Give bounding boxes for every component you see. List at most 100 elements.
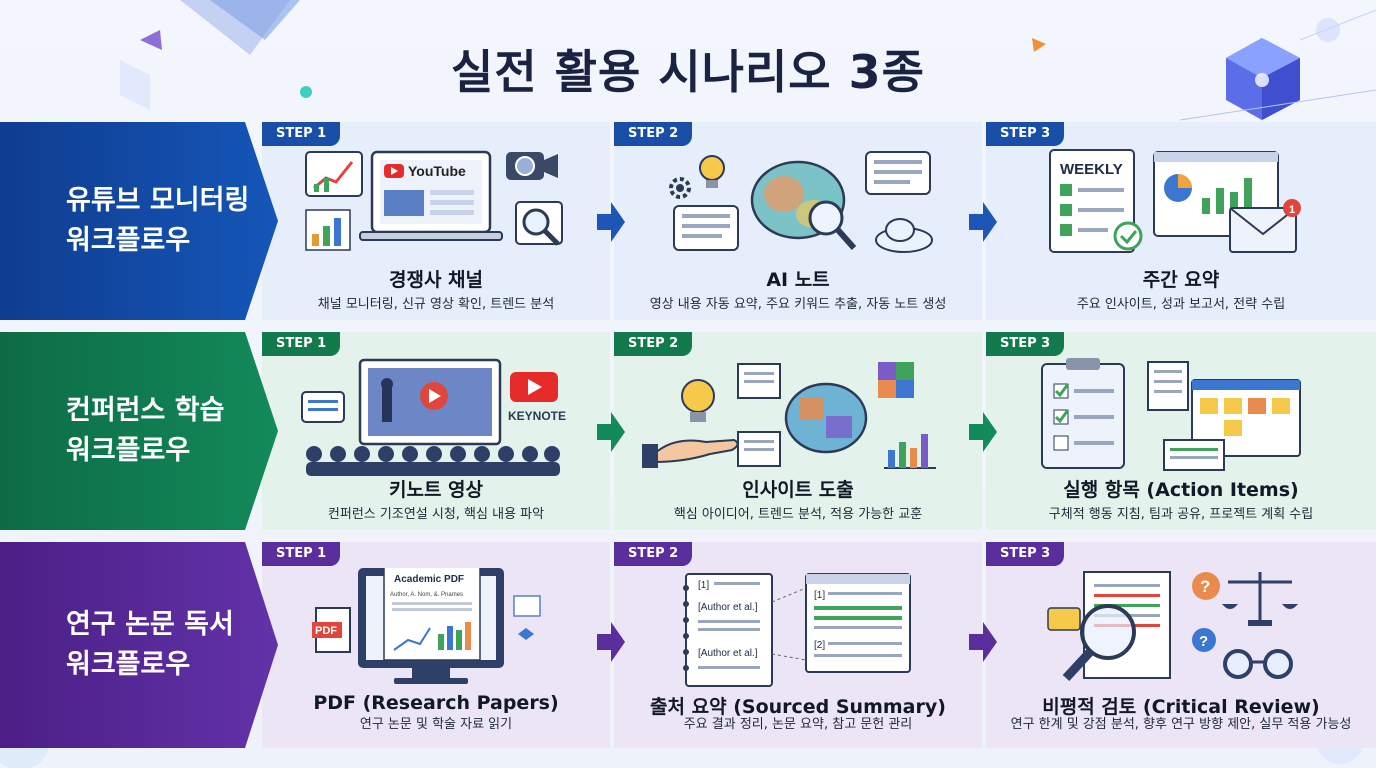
card-title: 실행 항목 (Action Items) bbox=[1063, 479, 1299, 501]
card-description: 채널 모니터링, 신규 영상 확인, 트렌드 분석 bbox=[317, 297, 555, 312]
card-title: 출처 요약 (Sourced Summary) bbox=[650, 696, 946, 718]
card-description: 핵심 아이디어, 트렌드 분석, 적용 가능한 교훈 bbox=[673, 507, 923, 522]
pdf-author-text: Author, A. Nom, &. Pnames bbox=[390, 592, 463, 598]
bar-chart-icon bbox=[305, 209, 351, 251]
card-description: 컨퍼런스 기조연설 시청, 핵심 내용 파악 bbox=[327, 507, 545, 522]
checklist-icon: WEEKLY bbox=[1049, 149, 1143, 253]
chat-bubble-icon bbox=[865, 151, 931, 195]
page-title: 실전 활용 시나리오 3종 bbox=[451, 45, 925, 99]
scales-icon bbox=[1222, 572, 1298, 626]
step-badge: STEP 3 bbox=[986, 332, 1065, 356]
youtube-step3-card: STEP 3 WEEKLY 1 주간 요약 주요 인사이트, 성과 보고서, 전… bbox=[986, 122, 1376, 320]
step-badge: STEP 2 bbox=[614, 542, 693, 566]
chart-icon bbox=[393, 622, 471, 651]
step-badge: STEP 2 bbox=[614, 332, 693, 356]
card-description: 영상 내용 자동 요약, 주요 키워드 추출, 자동 노트 생성 bbox=[649, 297, 947, 312]
reference-text: [2] bbox=[814, 640, 825, 651]
step-badge: STEP 3 bbox=[986, 542, 1065, 566]
document-icon: [1] [2] bbox=[805, 573, 911, 673]
card-title: PDF (Research Papers) bbox=[313, 692, 559, 714]
gear-icon bbox=[669, 177, 691, 199]
reference-text: [Author et al.] bbox=[698, 602, 758, 613]
youtube-step2-card: STEP 2 AI 노트 영상 내용 자동 요약, 주요 키워드 추출, 자동 … bbox=[614, 122, 982, 320]
youtube-step1-card: STEP 1 YouTube 경쟁사 채널 채널 모니터링, 신규 영상 확인,… bbox=[262, 122, 610, 320]
svg-text:?: ? bbox=[1199, 633, 1208, 650]
row-label-line1: 연구 논문 독서 bbox=[66, 609, 234, 640]
conference-step1-card: STEP 1 KEYNOTE 키노트 영상 컨퍼런스 기조연설 시청, 핵심 내… bbox=[262, 332, 610, 530]
row-label-line1: 컨퍼런스 학습 bbox=[66, 395, 225, 426]
envelope-icon: 1 bbox=[1229, 199, 1301, 253]
flow-arrow-icon bbox=[969, 412, 997, 452]
insight-illustration bbox=[642, 362, 936, 469]
action-items-illustration bbox=[1041, 358, 1301, 471]
weekly-text: WEEKLY bbox=[1060, 161, 1123, 178]
reference-text: [1] bbox=[814, 590, 825, 601]
notebook-icon: [1] [Author et al.] [Author et al.] bbox=[683, 573, 773, 687]
step-badge: STEP 3 bbox=[986, 122, 1065, 146]
clipboard-icon bbox=[1041, 358, 1125, 469]
youtube-text: YouTube bbox=[408, 163, 466, 179]
research-step1-card: STEP 1 PDF Academic PDF Author, A. Nom, … bbox=[262, 542, 610, 748]
step-badge: STEP 1 bbox=[262, 332, 341, 356]
youtube-logo: YouTube bbox=[384, 163, 466, 179]
cloud-icon bbox=[875, 218, 933, 253]
row-label-line2: 워크플로우 bbox=[66, 435, 191, 466]
chat-bubble-icon bbox=[301, 391, 345, 423]
research-step3-card: STEP 3 ?? 비평적 검토 (Critical Review) 연구 한계… bbox=[986, 542, 1376, 748]
card-description: 주요 결과 정리, 논문 요약, 참고 문헌 관리 bbox=[683, 717, 913, 732]
research-step2-card: STEP 2 [1] [Author et al.] [Author et al… bbox=[614, 542, 982, 748]
flow-arrow-icon bbox=[597, 412, 625, 452]
card-title: 키노트 영상 bbox=[388, 479, 483, 501]
ai-note-illustration bbox=[669, 151, 933, 253]
glasses-icon bbox=[1223, 649, 1293, 679]
step-badge: STEP 2 bbox=[614, 122, 693, 146]
pdf-illustration: PDF Academic PDF Author, A. Nom, &. Pnam… bbox=[312, 568, 541, 684]
card-title: 인사이트 도출 bbox=[742, 479, 854, 501]
competitor-channel-illustration: YouTube bbox=[305, 150, 563, 251]
card-title: 주간 요약 bbox=[1142, 269, 1220, 291]
row-label-line1: 유튜브 모니터링 bbox=[66, 185, 250, 216]
conference-step2-card: STEP 2 인사이트 도출 핵심 아이디어, 트렌드 분석, 적용 가능한 교… bbox=[614, 332, 982, 530]
card-title: 비평적 검토 (Critical Review) bbox=[1042, 696, 1320, 718]
youtube-logo bbox=[510, 372, 558, 402]
weekly-summary-illustration: WEEKLY 1 bbox=[1049, 149, 1301, 253]
conference-learning-row: STEP 1 KEYNOTE 키노트 영상 컨퍼런스 기조연설 시청, 핵심 내… bbox=[0, 332, 1376, 530]
badge-count: 1 bbox=[1289, 204, 1295, 216]
critical-review-illustration: ?? bbox=[1047, 571, 1298, 682]
chart-icon bbox=[884, 434, 936, 469]
lightbulb-icon bbox=[681, 379, 715, 422]
youtube-monitoring-row: STEP 1 YouTube 경쟁사 채널 채널 모니터링, 신규 영상 확인,… bbox=[0, 122, 1376, 320]
lightbulb-icon bbox=[699, 155, 725, 188]
question-icon: ?? bbox=[1192, 572, 1220, 652]
magnifier-icon bbox=[1062, 604, 1136, 682]
flow-arrow-icon bbox=[969, 202, 997, 242]
card-description: 연구 논문 및 학술 자료 읽기 bbox=[359, 717, 513, 732]
row-label-line2: 워크플로우 bbox=[66, 649, 191, 680]
pdf-badge-text: PDF bbox=[315, 625, 337, 637]
kanban-icon bbox=[1191, 379, 1301, 457]
magnifier-icon bbox=[515, 201, 563, 246]
step-badge: STEP 1 bbox=[262, 542, 341, 566]
play-icon bbox=[420, 382, 448, 410]
flow-arrow-icon bbox=[969, 622, 997, 662]
card-description: 주요 인사이트, 성과 보고서, 전략 수립 bbox=[1076, 297, 1286, 312]
card-title: 경쟁사 채널 bbox=[388, 269, 483, 291]
puzzle-brain-icon bbox=[784, 382, 868, 454]
hand-icon bbox=[642, 438, 739, 468]
notification-badge bbox=[1283, 199, 1301, 217]
pdf-title-text: Academic PDF bbox=[394, 574, 464, 585]
reference-text: [1] bbox=[698, 580, 709, 591]
card-description: 연구 한계 및 강점 분석, 향후 연구 방향 제안, 실무 적용 가능성 bbox=[1010, 717, 1352, 732]
keynote-text: KEYNOTE bbox=[508, 409, 566, 423]
pdf-icon: PDF bbox=[312, 607, 351, 653]
audience-icon bbox=[306, 446, 560, 476]
research-paper-row: STEP 1 PDF Academic PDF Author, A. Nom, … bbox=[0, 542, 1376, 748]
step-badge: STEP 1 bbox=[262, 122, 341, 146]
conference-step3-card: STEP 3 실행 항목 (Action Items) 구체적 행동 지침, 팀… bbox=[986, 332, 1376, 530]
sourced-summary-illustration: [1] [Author et al.] [Author et al.] [1] … bbox=[683, 573, 911, 687]
reference-text: [Author et al.] bbox=[698, 648, 758, 659]
document-icon bbox=[737, 363, 781, 467]
